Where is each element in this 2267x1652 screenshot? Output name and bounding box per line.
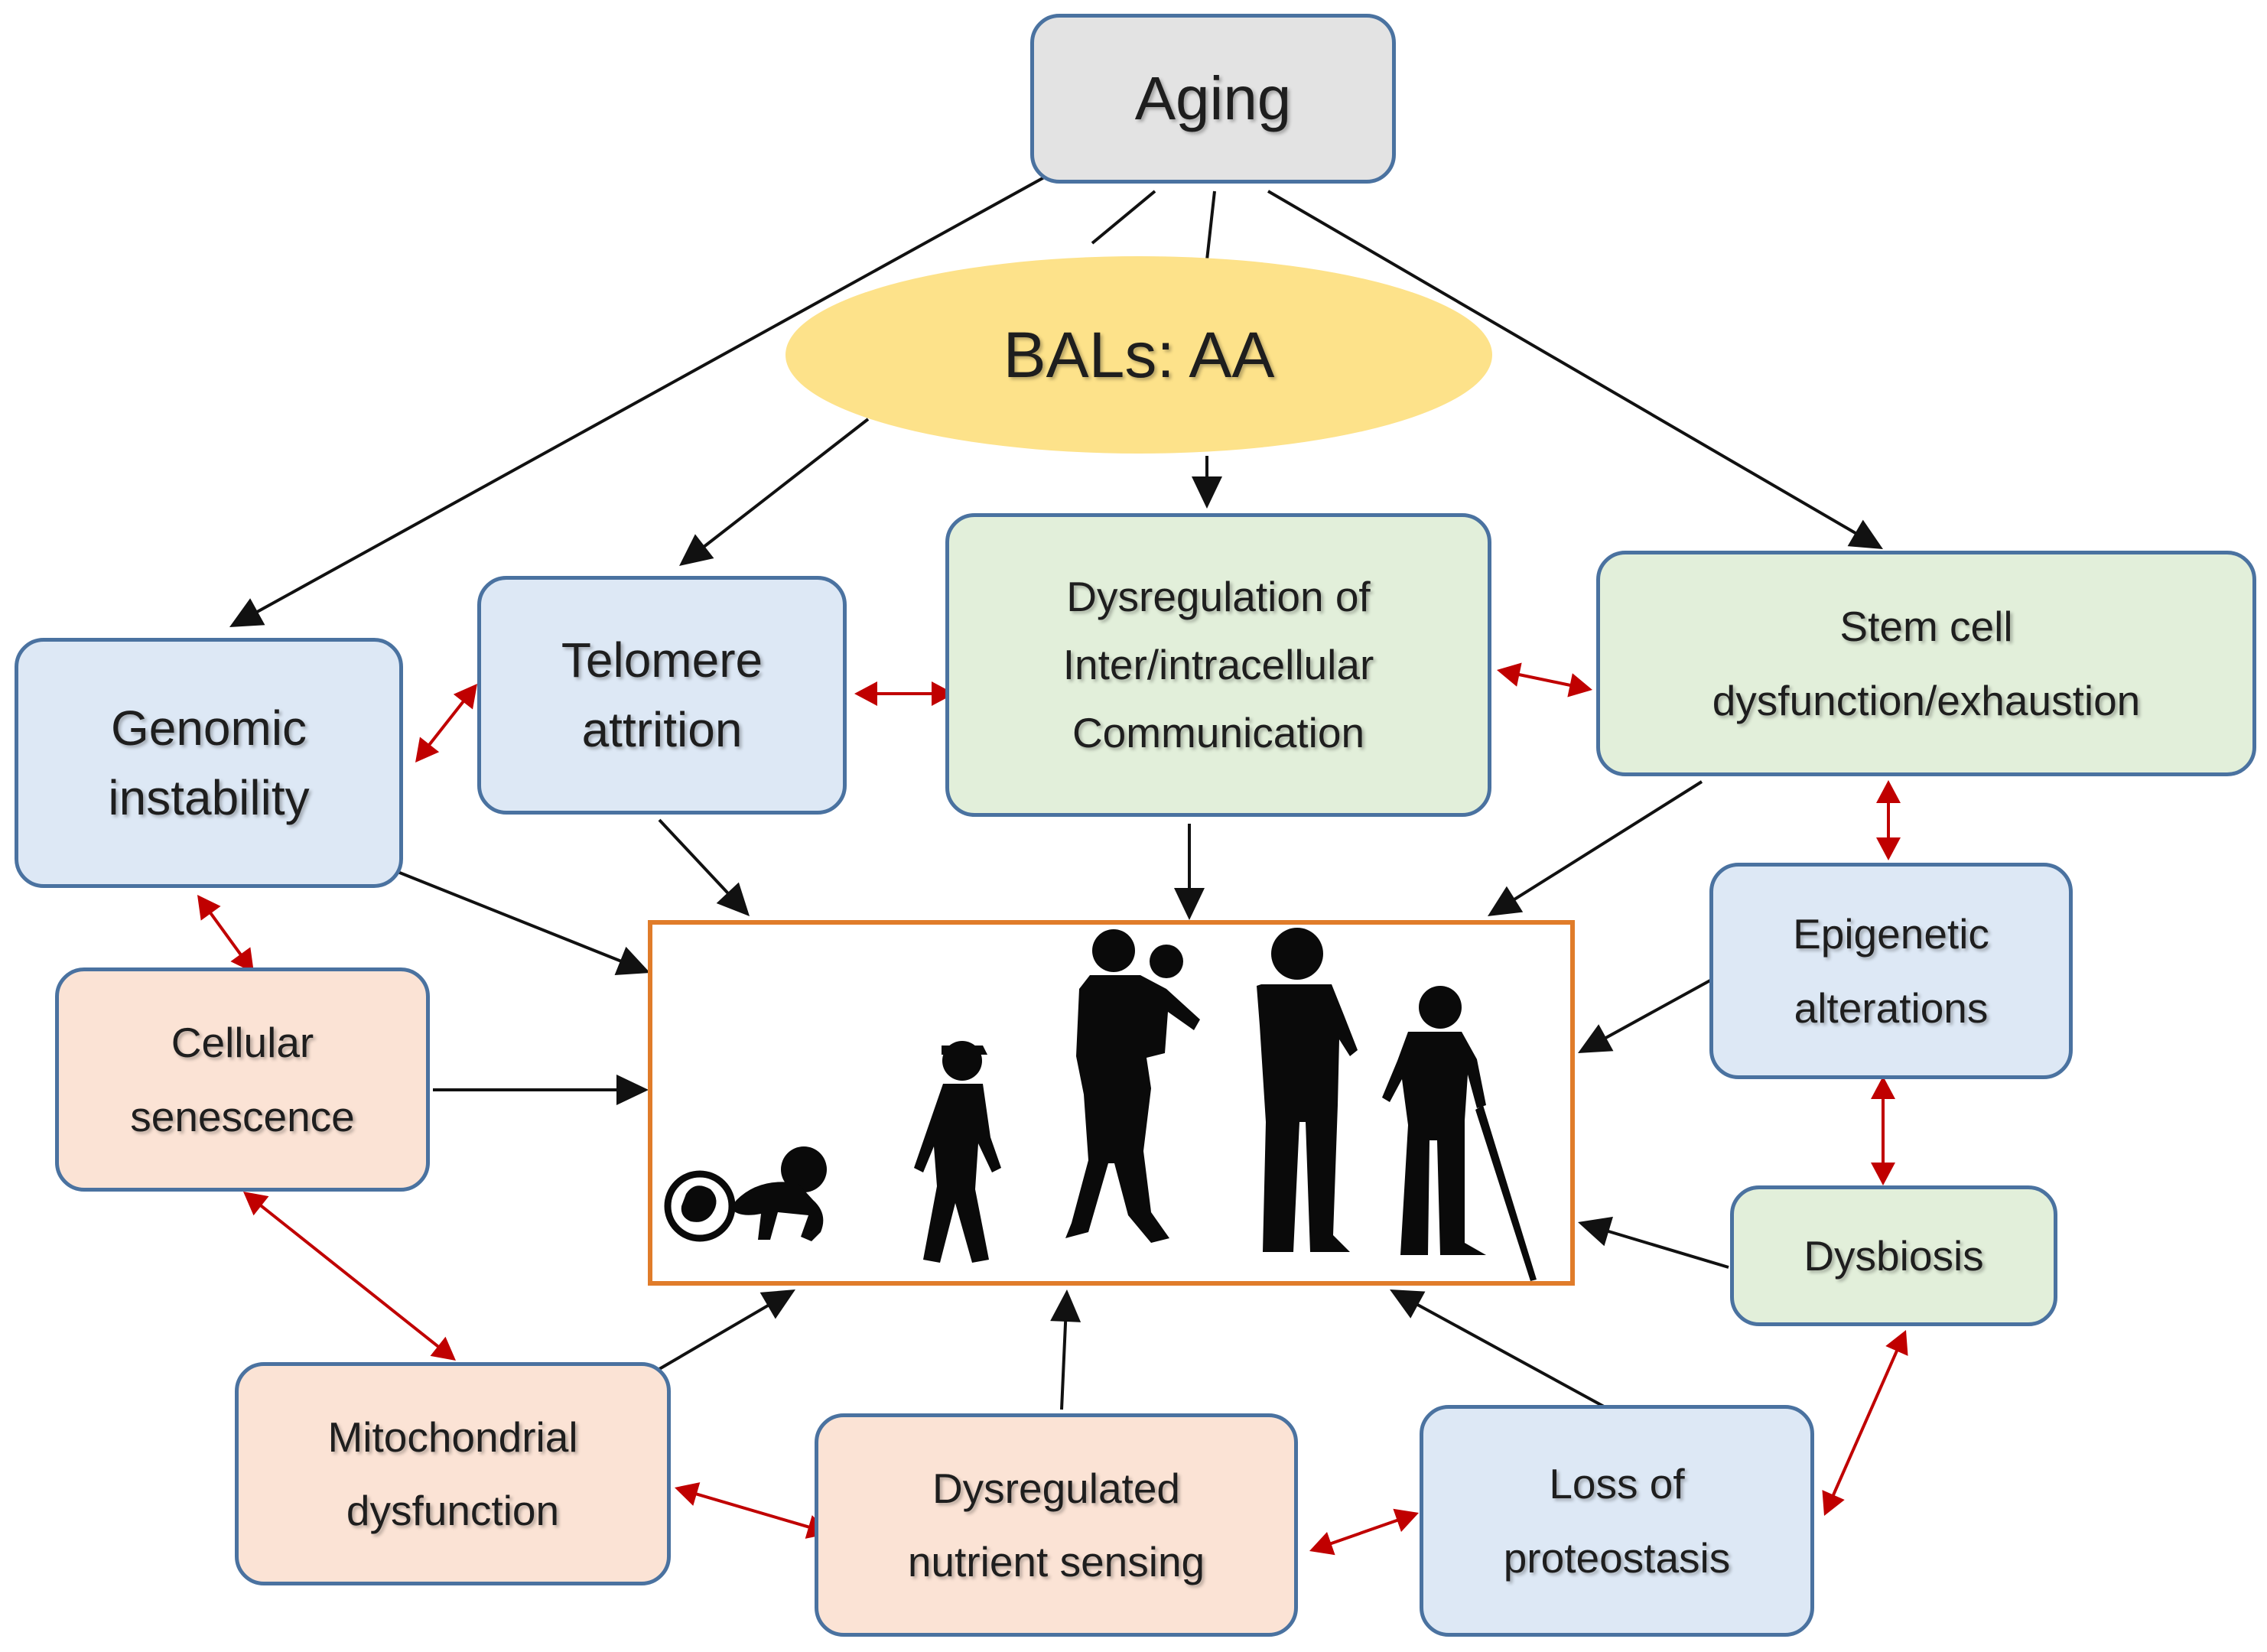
bals-to-telomere-arrow xyxy=(679,418,870,566)
dysbiosis-node: Dysbiosis xyxy=(1730,1185,2057,1326)
proteo-line2: proteostasis xyxy=(1503,1533,1731,1582)
epigenetic-alterations-node: Epigenetic alterations xyxy=(1709,863,2073,1079)
human-life-stages-silhouettes-icon xyxy=(664,928,1537,1281)
telomere-line2: attrition xyxy=(581,702,743,757)
epigenetic-line2: alterations xyxy=(1794,984,1989,1032)
dysreg-line1: Dysregulation of xyxy=(1066,572,1371,620)
senescence-line1: Cellular xyxy=(171,1019,314,1067)
cellular-senescence-node: Cellular senescence xyxy=(55,967,430,1192)
nutrient-proteo-red-arrow xyxy=(1309,1508,1419,1556)
bals-to-dysreg-arrow xyxy=(1192,456,1222,509)
life-stages-frame xyxy=(648,920,1575,1286)
telomere-attrition-node: Telomere attrition xyxy=(477,576,847,815)
dysbiosis-label: Dysbiosis xyxy=(1804,1231,1984,1280)
dysreg-line3: Communication xyxy=(1072,709,1365,757)
nutrient-to-center-arrow xyxy=(1050,1289,1081,1410)
nutrient-line1: Dysregulated xyxy=(932,1464,1181,1512)
genomic-line2: instability xyxy=(108,769,310,825)
mitochondrial-dysfunction-node: Mitochondrial dysfunction xyxy=(235,1362,671,1585)
stemcell-epigenetic-red-arrow xyxy=(1876,780,1901,860)
dysregulation-communication-node: Dysregulation of Inter/intracellular Com… xyxy=(945,513,1491,817)
proteo-dysbiosis-red-arrow xyxy=(1822,1330,1908,1516)
stem-cell-node: Stem cell dysfunction/exhaustion xyxy=(1596,551,2256,776)
proteo-to-center-arrow xyxy=(1390,1289,1613,1413)
aging-to-stemcell-arrow xyxy=(1267,190,1883,549)
proteo-line1: Loss of xyxy=(1549,1460,1685,1508)
stemcell-line1: Stem cell xyxy=(1839,603,2013,651)
dysreg-to-center-arrow xyxy=(1174,824,1205,920)
telomere-to-center-arrow xyxy=(658,818,750,916)
stemcell-line2: dysfunction/exhaustion xyxy=(1712,676,2141,724)
genomic-line1: Genomic xyxy=(110,700,307,756)
senescence-line2: senescence xyxy=(130,1092,355,1140)
aging-node: Aging xyxy=(1030,14,1396,184)
mito-to-center-arrow xyxy=(658,1289,795,1371)
nutrient-sensing-node: Dysregulated nutrient sensing xyxy=(815,1413,1298,1637)
mito-line1: Mitochondrial xyxy=(327,1413,578,1461)
epigenetic-line1: Epigenetic xyxy=(1793,910,1989,958)
dysreg-line2: Inter/intracellular xyxy=(1062,640,1374,688)
genomic-to-center-arrow xyxy=(397,870,650,975)
aging-to-bals-line-left xyxy=(1091,190,1156,245)
genomic-telomere-red-arrow xyxy=(415,684,477,763)
telomere-line1: Telomere xyxy=(561,633,763,688)
aging-to-genomic-arrow xyxy=(229,176,1045,627)
bals-aa-ellipse: BALs: AA xyxy=(785,256,1492,454)
genomic-instability-node: Genomic instability xyxy=(15,638,403,888)
dysreg-stemcell-red-arrow xyxy=(1497,662,1592,698)
epigenetic-dysbiosis-red-arrow xyxy=(1871,1076,1895,1185)
stemcell-to-center-arrow xyxy=(1488,780,1703,916)
senescence-to-center-arrow xyxy=(433,1075,649,1105)
senescence-mito-red-arrow xyxy=(243,1192,456,1361)
genomic-senescence-red-arrow xyxy=(197,895,254,973)
loss-of-proteostasis-node: Loss of proteostasis xyxy=(1420,1405,1814,1637)
bals-aa-label: BALs: AA xyxy=(1003,318,1275,391)
epigenetic-to-center-arrow xyxy=(1578,975,1718,1053)
nutrient-line2: nutrient sensing xyxy=(907,1538,1205,1585)
aging-to-bals-line-mid xyxy=(1205,190,1216,261)
dysbiosis-to-center-arrow xyxy=(1578,1216,1729,1269)
telomere-dysreg-red-arrow xyxy=(854,681,955,706)
aging-label: Aging xyxy=(1134,64,1292,133)
mito-nutrient-red-arrow xyxy=(675,1482,831,1539)
mito-line2: dysfunction xyxy=(346,1487,560,1534)
